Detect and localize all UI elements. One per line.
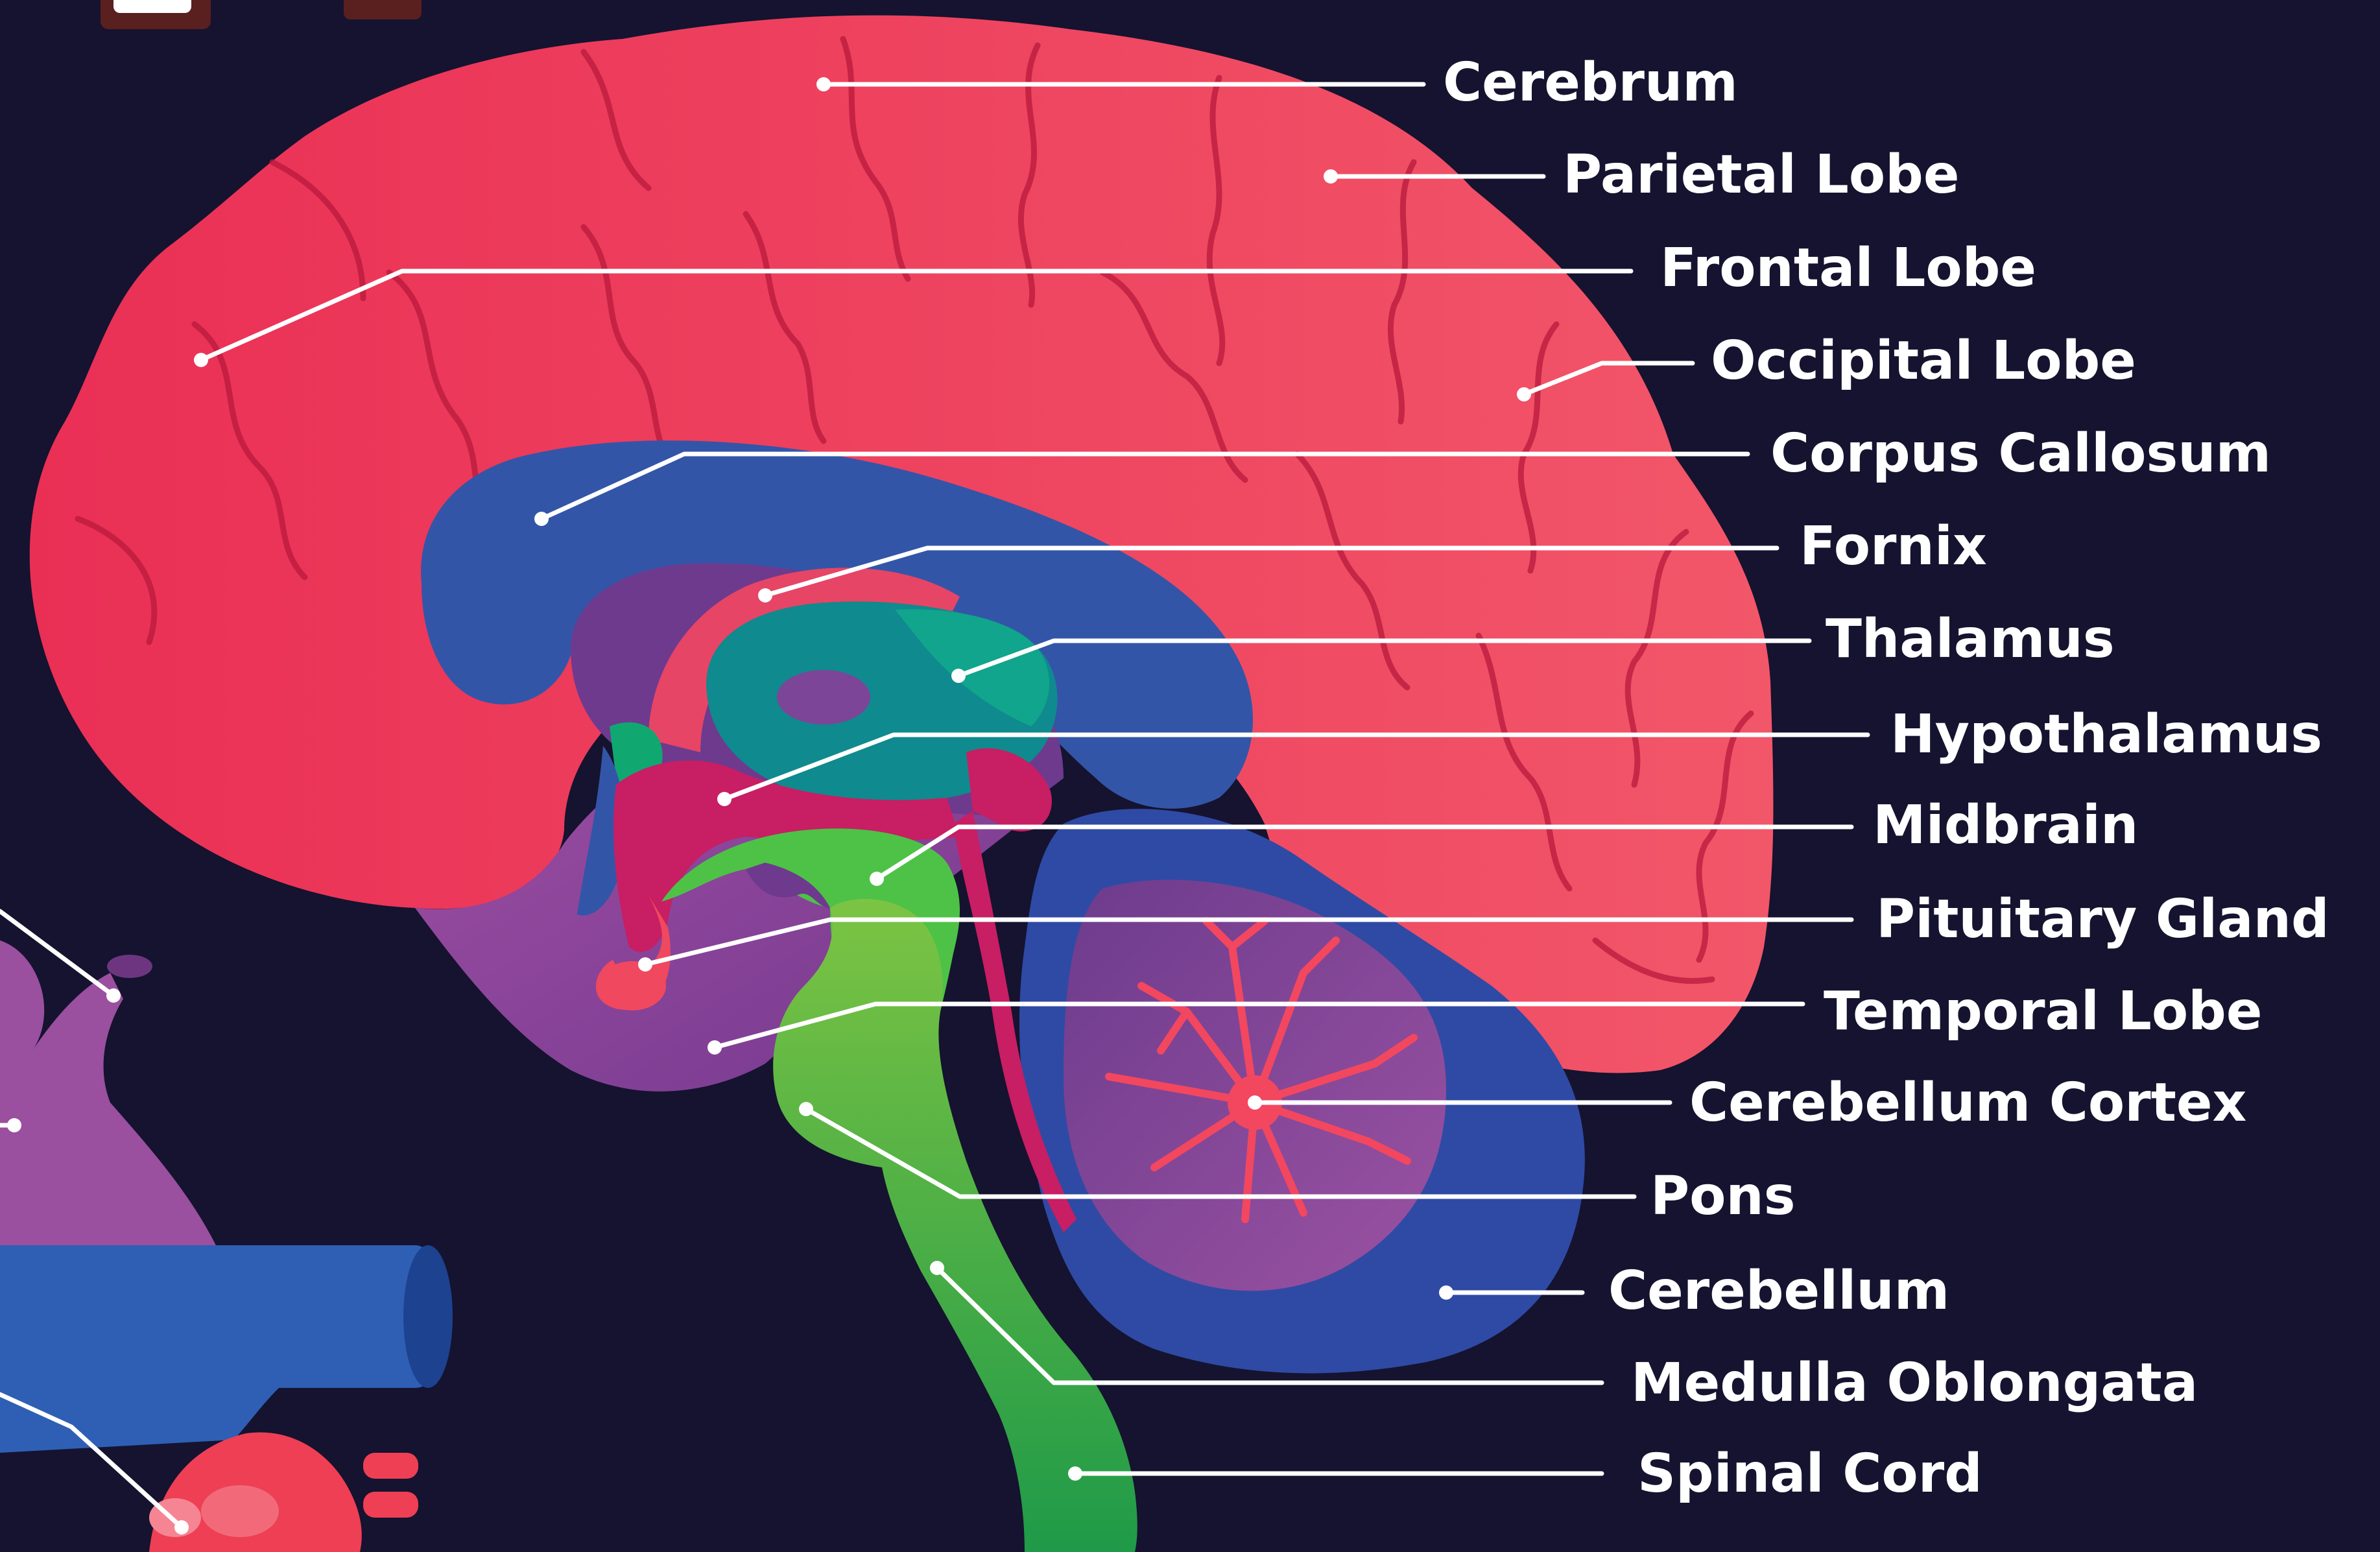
label-thalamus-text: Thalamus xyxy=(1826,608,2115,670)
label-corpus-callosum-text: Corpus Callosum xyxy=(1770,423,2271,484)
label-cerebellum-cortex-text: Cerebellum Cortex xyxy=(1689,1072,2246,1134)
label-spinal-cord-text: Spinal Cord xyxy=(1637,1443,1982,1505)
label-pons-text: Pons xyxy=(1650,1165,1796,1227)
label-cerebellum-text: Cerebellum xyxy=(1608,1260,1949,1322)
label-hypothalamus-text: Hypothalamus xyxy=(1890,704,2322,765)
label-parietal-lobe-text: Parietal Lobe xyxy=(1563,144,1959,206)
label-medulla-oblongata-text: Medulla Oblongata xyxy=(1631,1352,2198,1414)
label-midbrain-text: Midbrain xyxy=(1873,794,2138,856)
label-fornix-text: Fornix xyxy=(1800,516,1987,577)
label-frontal-lobe-text: Frontal Lobe xyxy=(1660,237,2036,299)
label-cerebrum-text: Cerebrum xyxy=(1443,52,1738,113)
label-occipital-lobe-text: Occipital Lobe xyxy=(1711,330,2136,392)
label-temporal-lobe-text: Temporal Lobe xyxy=(1824,981,2262,1042)
interthalamic-adhesion xyxy=(777,670,870,724)
label-pituitary-gland-text: Pituitary Gland xyxy=(1876,889,2329,950)
pituitary-gland-body xyxy=(599,961,666,1010)
